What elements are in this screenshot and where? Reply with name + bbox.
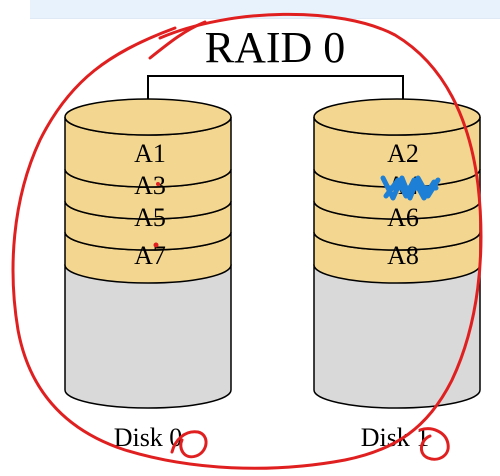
controller-connector: [147, 75, 404, 114]
disk-0-block-label: A7: [134, 241, 166, 270]
disk-0-label: Disk 0: [114, 423, 183, 452]
diagram-title: RAID 0: [205, 23, 346, 72]
red-dot-annotation: [156, 182, 160, 186]
disk-1: A2 A4 A6 A8 Disk 1: [313, 98, 481, 452]
disk-0-top-cap: [64, 98, 232, 136]
disk-0-empty-body: [64, 264, 232, 409]
disk-0-block-label: A3: [134, 171, 166, 200]
red-circle-annotation: [11, 12, 483, 470]
annotations: [11, 12, 483, 470]
blue-scribble-annotation: [380, 175, 441, 201]
disk-0-block-label: A5: [134, 203, 166, 232]
disk-0-block-label: A1: [134, 139, 166, 168]
disk-0: A1 A3 A5 A7 Disk 0: [64, 98, 232, 452]
disk-1-block-label: A8: [387, 241, 419, 270]
top-band: [30, 0, 500, 19]
disk-1-empty-body: [313, 264, 481, 409]
red-title-strike: [148, 20, 207, 60]
red-loop-disk-0: [170, 430, 208, 459]
disk-1-block-label: A2: [387, 139, 419, 168]
red-loop-disk-1: [418, 427, 450, 461]
disk-1-block-label: A6: [387, 203, 419, 232]
disk-1-top-cap: [313, 98, 481, 136]
red-dot-annotation: [153, 242, 159, 248]
